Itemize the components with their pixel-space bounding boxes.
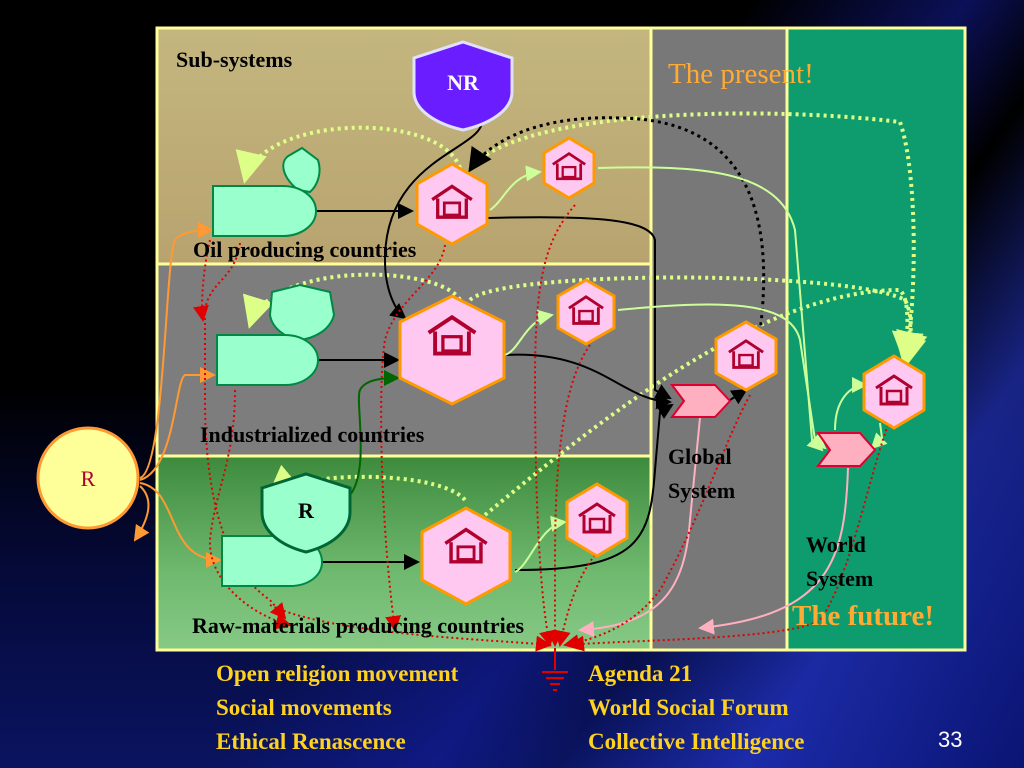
global-house-node — [714, 320, 778, 392]
world-system-label-line1: World — [806, 532, 866, 557]
house-nodes — [398, 136, 926, 606]
world-house-node — [862, 354, 926, 430]
dark-green-connector — [349, 370, 400, 496]
movement-right-3: Collective Intelligence — [588, 729, 805, 754]
r-circle-label: R — [80, 466, 96, 491]
r-shield-label: R — [298, 498, 314, 523]
page-number: 33 — [938, 727, 963, 752]
oil-subsystem-shape — [212, 146, 321, 237]
red-dotted-arrows — [193, 204, 891, 652]
industrial-subsystem-shape — [216, 283, 336, 386]
world-chevron — [816, 432, 877, 467]
oil-small-house-node — [542, 136, 596, 200]
movement-left-3: Ethical Renascence — [216, 729, 406, 754]
oil-large-house-node — [415, 162, 489, 246]
chevron-nodes — [670, 384, 877, 467]
subsystems-label: Sub-systems — [176, 47, 293, 72]
green-connectors — [489, 165, 888, 573]
global-chevron — [670, 384, 732, 418]
nr-shield — [412, 40, 514, 132]
raw-large-house-node — [420, 506, 512, 606]
movement-left-1: Open religion movement — [216, 661, 459, 686]
ground-symbol — [542, 648, 568, 691]
raw-materials-subsystem-shape — [221, 472, 352, 587]
future-label: The future! — [792, 600, 935, 632]
movement-right-2: World Social Forum — [588, 695, 789, 720]
oil-countries-label: Oil producing countries — [193, 237, 417, 262]
industrial-large-house-node — [398, 294, 506, 406]
orange-connectors — [133, 222, 222, 568]
raw-materials-countries-label: Raw-materials producing countries — [192, 613, 525, 638]
black-connectors — [316, 121, 748, 571]
r-circle — [36, 426, 140, 530]
zone-borders — [155, 26, 967, 652]
raw-small-house-node — [565, 482, 629, 558]
movement-left-2: Social movements — [216, 695, 392, 720]
industrialized-countries-label: Industrialized countries — [200, 422, 425, 447]
global-system-label-line1: Global — [668, 444, 732, 469]
world-system-zone — [787, 28, 965, 650]
industrial-small-house-node — [556, 278, 616, 346]
present-label: The present! — [668, 58, 814, 90]
nr-label: NR — [447, 70, 479, 95]
world-system-label-line2: System — [806, 566, 874, 591]
global-system-label-line2: System — [668, 478, 736, 503]
r-shield — [260, 472, 352, 554]
black-dotted-loop — [468, 116, 766, 333]
movement-right-1: Agenda 21 — [588, 661, 693, 686]
